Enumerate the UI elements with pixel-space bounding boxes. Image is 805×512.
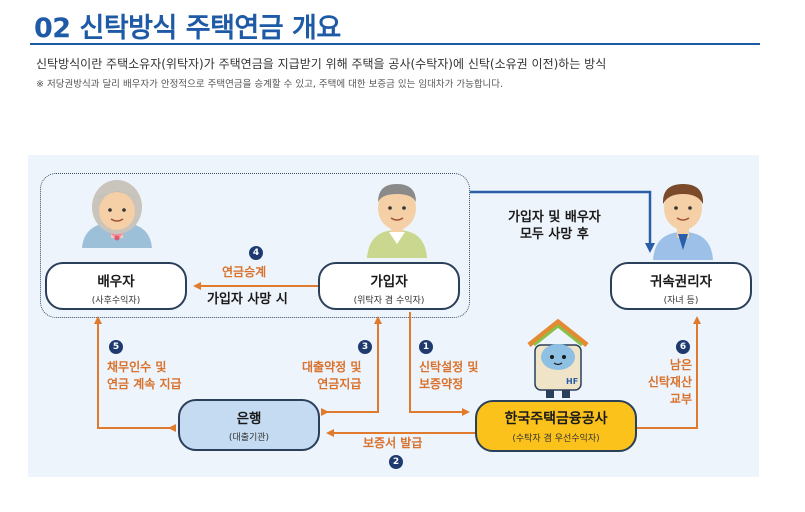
node-bank-name: 은행 <box>236 411 262 427</box>
arrow-step3 <box>321 316 382 416</box>
step3-line1: 대출약정 및 <box>302 360 362 374</box>
step6-badge: 6 <box>676 340 690 354</box>
step4-badge: 4 <box>249 246 263 260</box>
step1-line2: 보증약정 <box>419 377 464 391</box>
step5-line2: 연금 계속 지급 <box>107 377 182 391</box>
step3-line2: 연금지급 <box>317 377 362 391</box>
after-death-label: 가입자 및 배우자 모두 사망 후 <box>508 209 601 243</box>
heir-illustration <box>653 184 713 260</box>
after-death-line1: 가입자 및 배우자 <box>508 210 601 225</box>
node-spouse: 배우자 (사후수익자) <box>45 262 187 310</box>
household-group <box>40 173 470 318</box>
node-spouse-role: (사후수익자) <box>91 296 141 306</box>
node-subscriber: 가입자 (위탁자 겸 수익자) <box>318 262 460 310</box>
step5-badge: 5 <box>109 340 123 354</box>
node-hf: 한국주택금융공사 (수탁자 겸 우선수익자) <box>475 400 637 452</box>
node-heir: 귀속권리자 (자녀 등) <box>610 262 752 310</box>
step4-condition: 가입자 사망 시 <box>207 292 288 307</box>
page-title: 02 신탁방식 주택연금 개요 <box>34 13 341 44</box>
step1-line1: 신탁설정 및 <box>419 360 479 374</box>
arrow-step1 <box>409 312 470 416</box>
step4-label: 연금승계 <box>222 265 267 279</box>
step2-badge: 2 <box>389 455 403 469</box>
step1-badge: 1 <box>419 340 433 354</box>
arrow-step5 <box>94 316 176 432</box>
step3-badge: 3 <box>358 340 372 354</box>
node-heir-name: 귀속권리자 <box>649 274 713 290</box>
node-spouse-name: 배우자 <box>97 274 135 290</box>
step6-label: 남은 신탁재산 교부 <box>640 357 692 408</box>
arrow-after-death <box>470 190 655 253</box>
step6-line1: 남은 <box>669 358 692 372</box>
node-bank-role: (대출기관) <box>228 433 270 443</box>
title-divider <box>30 43 760 45</box>
step5-label: 채무인수 및 연금 계속 지급 <box>107 359 182 393</box>
node-hf-name: 한국주택금융공사 <box>504 411 608 427</box>
node-subscriber-name: 가입자 <box>370 274 408 290</box>
node-hf-role: (수탁자 겸 우선수익자) <box>512 434 600 444</box>
node-subscriber-role: (위탁자 겸 수익자) <box>353 296 425 306</box>
step6-line2: 신탁재산 <box>647 375 692 389</box>
hf-mascot-badge: HF <box>566 377 578 386</box>
subscriber-illustration <box>367 184 427 258</box>
after-death-line2: 모두 사망 후 <box>519 227 589 242</box>
note: ※ 저당권방식과 달리 배우자가 안정적으로 주택연금을 승계할 수 있고, 주… <box>36 79 504 90</box>
node-bank: 은행 (대출기관) <box>178 399 320 451</box>
hf-mascot-illustration: HF <box>527 318 589 398</box>
step1-label: 신탁설정 및 보증약정 <box>419 359 478 393</box>
node-heir-role: (자녀 등) <box>663 296 699 306</box>
step3-label: 대출약정 및 연금지급 <box>302 359 361 393</box>
description: 신탁방식이란 주택소유자(위탁자)가 주택연금을 지급받기 위해 주택을 공사(… <box>36 57 607 71</box>
spouse-illustration <box>82 180 152 248</box>
arrow-step6 <box>637 316 701 429</box>
step6-line3: 교부 <box>669 392 692 406</box>
step2-label: 보증서 발급 <box>363 436 423 450</box>
step5-line1: 채무인수 및 <box>107 360 167 374</box>
